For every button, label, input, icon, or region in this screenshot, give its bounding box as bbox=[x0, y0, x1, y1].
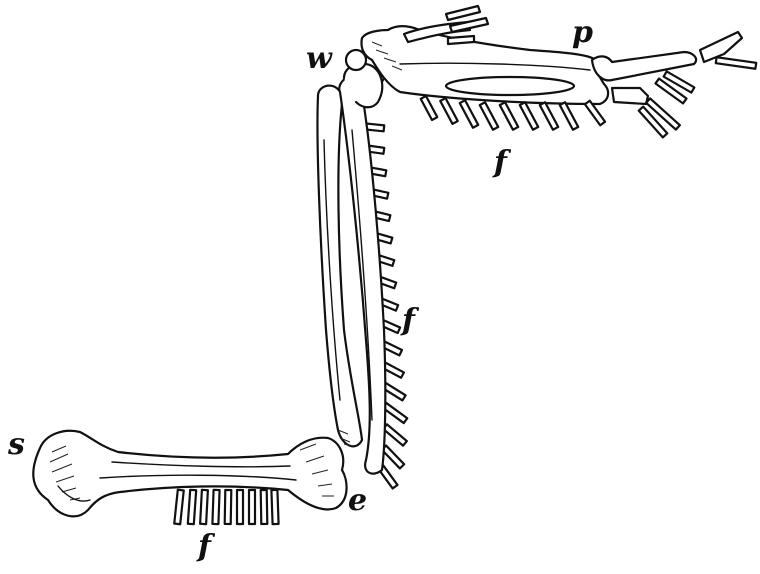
humerus-bone bbox=[32, 429, 348, 518]
label-feathers-hand: f bbox=[494, 145, 507, 180]
hand-feather-stubs bbox=[419, 94, 607, 131]
label-feathers-humerus: f bbox=[198, 529, 211, 564]
hand-bones bbox=[344, 4, 610, 106]
label-feathers-forearm: f bbox=[402, 303, 415, 338]
label-pinion: p bbox=[572, 15, 593, 50]
label-wrist: w bbox=[306, 41, 332, 76]
pinion-bones bbox=[590, 30, 758, 139]
label-elbow: e bbox=[348, 483, 368, 518]
forearm-bones bbox=[316, 62, 387, 475]
label-shoulder: s bbox=[8, 427, 25, 462]
humerus-feather-stubs bbox=[173, 488, 280, 526]
